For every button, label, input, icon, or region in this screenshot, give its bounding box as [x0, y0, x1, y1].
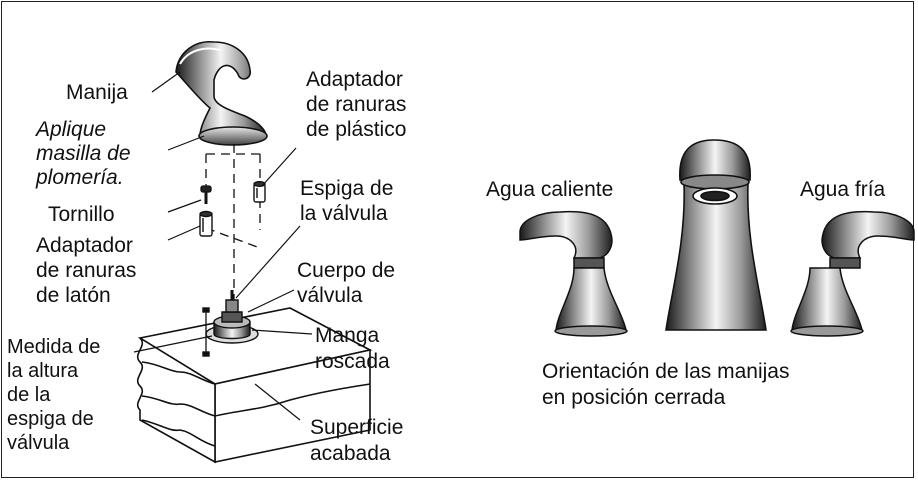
label-manga-1: Manga — [315, 324, 380, 347]
label-espiga-1: Espiga de — [300, 177, 394, 200]
label-superficie-2: acabada — [310, 442, 391, 465]
label-adaptador-laton-3: de latón — [36, 284, 111, 307]
label-orientacion-1: Orientación de las manijas — [542, 360, 790, 383]
label-orientacion-2: en posición cerrada — [542, 386, 726, 409]
label-adaptador-laton-1: Adaptador — [36, 234, 133, 257]
label-tornillo: Tornillo — [48, 203, 115, 226]
label-adaptador-plastico-1: Adaptador — [306, 68, 403, 91]
label-aplique-1: Aplique — [36, 118, 107, 141]
label-superficie-1: Superficie — [310, 416, 404, 439]
label-medida-1: Medida de — [7, 336, 101, 358]
hot-handle-icon — [519, 210, 628, 337]
handle-icon — [175, 41, 268, 146]
assembly-guides — [205, 144, 261, 310]
label-medida-5: válvula — [7, 432, 70, 454]
label-agua-fria: Agua fría — [800, 178, 886, 201]
countertop-icon — [136, 307, 373, 464]
label-agua-caliente: Agua caliente — [486, 178, 614, 201]
label-manga-2: roscada — [315, 350, 390, 373]
label-espiga-2: la válvula — [300, 202, 388, 225]
label-aplique-2: masilla de — [36, 142, 131, 165]
label-adaptador-plastico-3: de plástico — [306, 118, 407, 141]
brass-adapter-icon — [199, 210, 213, 237]
label-manija: Manija — [66, 81, 128, 104]
label-aplique-3: plomería. — [36, 166, 124, 189]
label-medida-4: espiga de — [7, 408, 94, 430]
label-adaptador-plastico-2: de ranuras — [306, 93, 407, 116]
screw-icon — [200, 185, 212, 204]
leader-lines — [133, 71, 313, 421]
faucet-spout-icon — [665, 139, 767, 331]
label-medida-3: de la — [7, 384, 51, 406]
cold-handle-icon — [790, 210, 915, 337]
label-adaptador-laton-2: de ranuras — [36, 259, 137, 282]
valve-body-icon — [202, 290, 259, 357]
label-cuerpo-1: Cuerpo de — [297, 259, 396, 282]
label-cuerpo-2: válvula — [297, 284, 363, 307]
plastic-adapter-icon — [253, 180, 266, 203]
label-medida-2: la altura — [7, 360, 79, 382]
